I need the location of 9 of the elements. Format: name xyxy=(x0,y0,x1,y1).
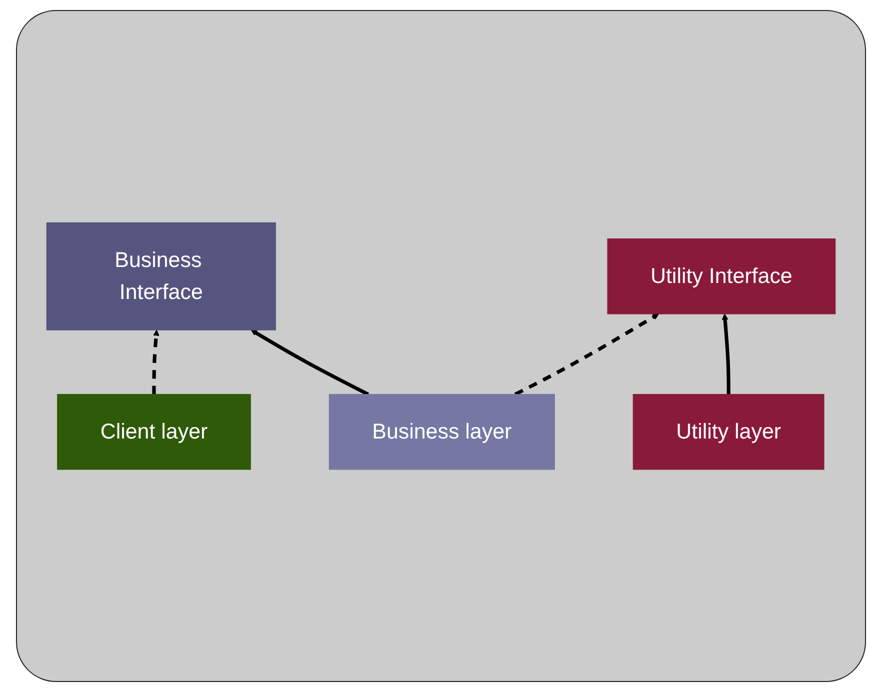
arrow xyxy=(250,330,370,396)
node-box: Client layer xyxy=(57,394,251,470)
node-box: Utility Interface xyxy=(607,238,836,314)
arrow xyxy=(514,314,659,396)
node-box: Business layer xyxy=(328,394,555,470)
arrow xyxy=(722,314,730,394)
node-box: Business Interface xyxy=(46,222,276,330)
node-box: Utility layer xyxy=(632,394,824,470)
arrow xyxy=(152,330,160,394)
